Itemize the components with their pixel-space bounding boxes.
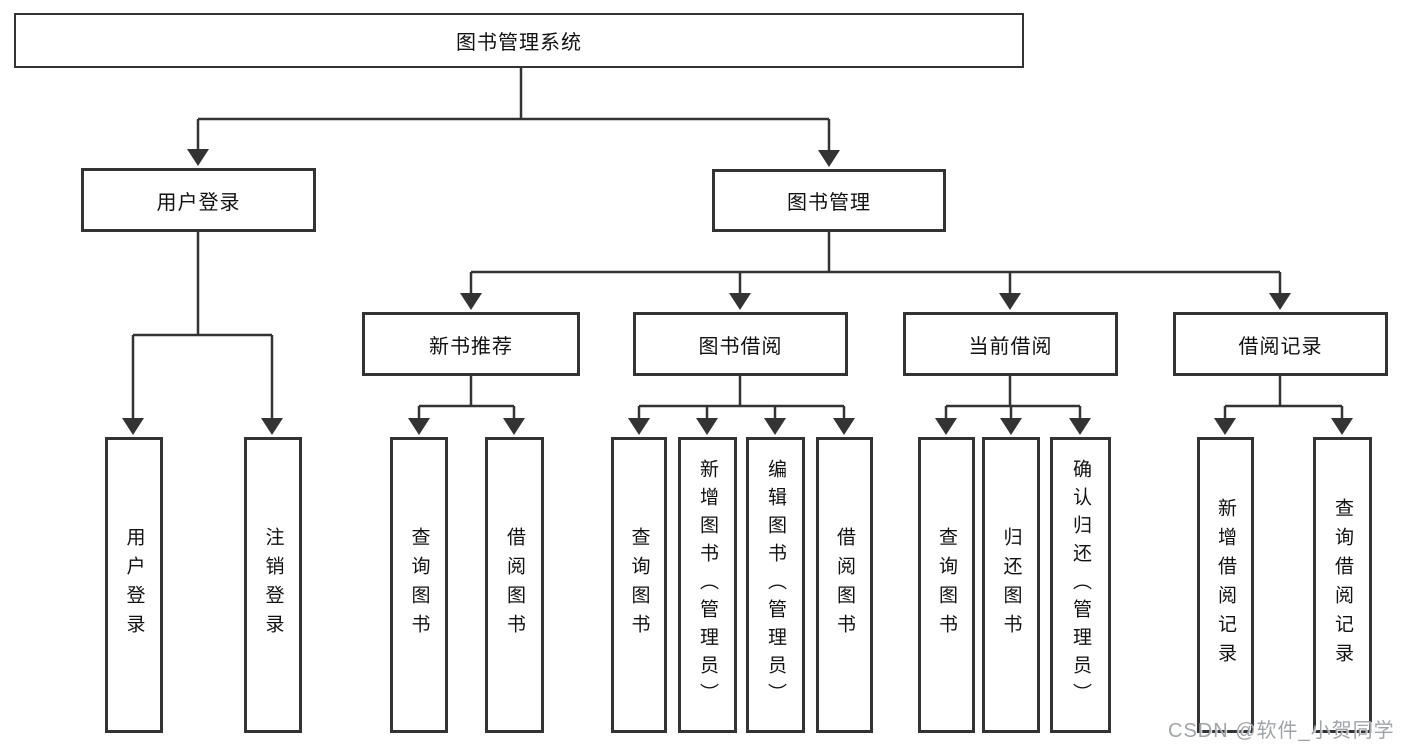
node-label: 查询借阅记录 bbox=[1332, 498, 1353, 672]
node-label: 当前借阅 bbox=[968, 335, 1053, 358]
leaf-return-books: 归还图书 bbox=[982, 437, 1040, 733]
node-label: 归还图书 bbox=[1000, 527, 1022, 643]
node-label: 图书管理系统 bbox=[456, 32, 582, 54]
node-label: 新增图书（管理员） bbox=[697, 459, 718, 711]
leaf-user-login: 用户登录 bbox=[105, 437, 163, 733]
leaf-add-borrow-record: 新增借阅记录 bbox=[1197, 437, 1254, 733]
node-label: 用户登录 bbox=[123, 527, 145, 643]
leaf-add-books-admin: 新增图书（管理员） bbox=[678, 437, 737, 733]
node-new-book-recommendation: 新书推荐 bbox=[362, 312, 580, 376]
node-label: 新增借阅记录 bbox=[1215, 498, 1236, 672]
leaf-query-books-recommend: 查询图书 bbox=[390, 437, 448, 733]
node-label: 用户登录 bbox=[156, 191, 241, 214]
csdn-watermark: CSDN @软件_小贺同学 bbox=[1168, 720, 1395, 742]
node-label: 图书管理 bbox=[787, 192, 871, 214]
node-label: 借阅图书 bbox=[504, 527, 525, 643]
node-current-borrowing: 当前借阅 bbox=[903, 312, 1118, 376]
leaf-confirm-return-admin: 确认归还（管理员） bbox=[1050, 437, 1111, 733]
node-borrowing-records: 借阅记录 bbox=[1173, 312, 1388, 376]
node-label: 编辑图书（管理员） bbox=[765, 459, 786, 711]
node-label: 注销登录 bbox=[262, 527, 284, 643]
leaf-edit-books-admin: 编辑图书（管理员） bbox=[746, 437, 805, 733]
node-label: 新书推荐 bbox=[429, 335, 513, 358]
node-label: 查询图书 bbox=[408, 527, 430, 643]
node-label: 借阅图书 bbox=[834, 527, 855, 643]
node-label: 借阅记录 bbox=[1238, 335, 1323, 358]
node-user-login: 用户登录 bbox=[81, 168, 316, 232]
node-label: 图书借阅 bbox=[698, 335, 783, 358]
node-book-borrowing: 图书借阅 bbox=[633, 312, 848, 376]
node-label: 确认归还（管理员） bbox=[1070, 459, 1091, 711]
leaf-borrow-books-recommend: 借阅图书 bbox=[485, 437, 544, 733]
leaf-query-books-borrowing: 查询图书 bbox=[611, 437, 667, 733]
node-library-management-system: 图书管理系统 bbox=[14, 13, 1024, 68]
node-label: 查询图书 bbox=[936, 527, 957, 643]
node-book-management: 图书管理 bbox=[712, 169, 946, 232]
tree-trunk-lines bbox=[133, 68, 1342, 408]
leaf-logout: 注销登录 bbox=[244, 437, 302, 733]
leaf-borrow-books: 借阅图书 bbox=[816, 437, 873, 733]
leaf-query-books-current: 查询图书 bbox=[918, 437, 975, 733]
node-label: 查询图书 bbox=[628, 527, 650, 643]
leaf-query-borrow-record: 查询借阅记录 bbox=[1313, 437, 1372, 733]
